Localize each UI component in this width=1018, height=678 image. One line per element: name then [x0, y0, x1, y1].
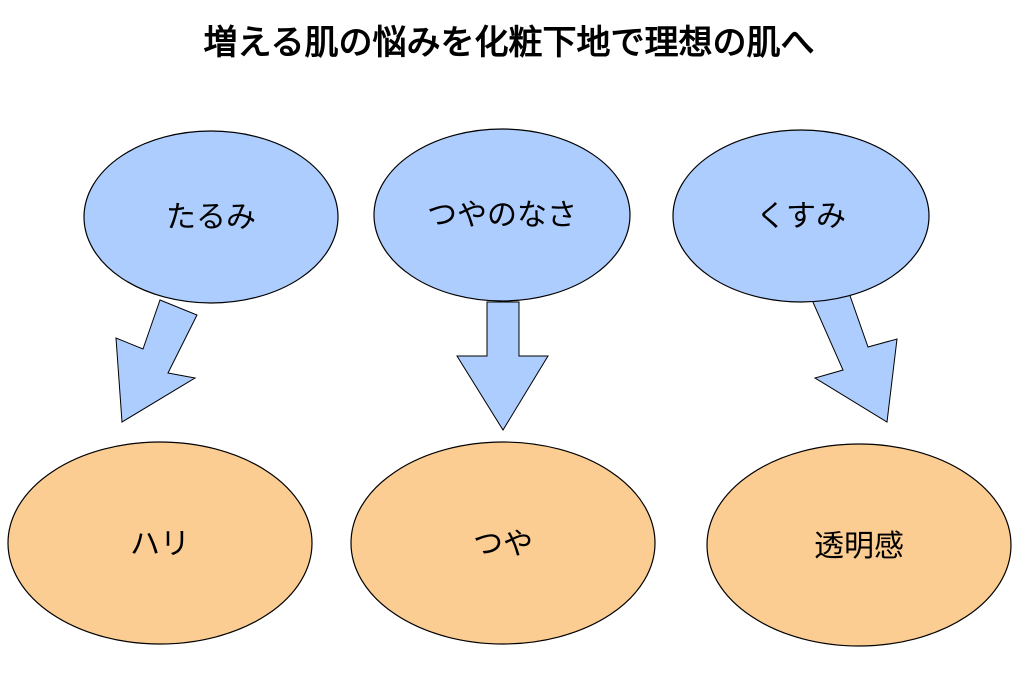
arrow-left — [115, 299, 198, 423]
problem-ellipse-dullness — [672, 129, 930, 303]
result-ellipse-shine — [350, 441, 656, 645]
problem-label-lack-of-shine: つやのなさ — [427, 198, 577, 233]
problem-label-dullness: くすみ — [756, 199, 846, 234]
result-label-firmness: ハリ — [130, 527, 190, 562]
result-label-shine: つや — [473, 527, 533, 562]
arrow-right — [811, 289, 898, 423]
result-label-translucency: 透明感 — [814, 529, 904, 564]
arrow-center — [456, 301, 549, 431]
result-ellipse-firmness — [7, 441, 313, 645]
problem-ellipse-sagging — [83, 130, 339, 304]
problem-ellipse-dullness-shine — [373, 128, 631, 302]
diagram-title: 増える肌の悩みを化粧下地で理想の肌へ — [204, 23, 815, 63]
result-ellipse-translucency — [706, 443, 1012, 647]
problem-label-sagging: たるみ — [166, 200, 256, 235]
